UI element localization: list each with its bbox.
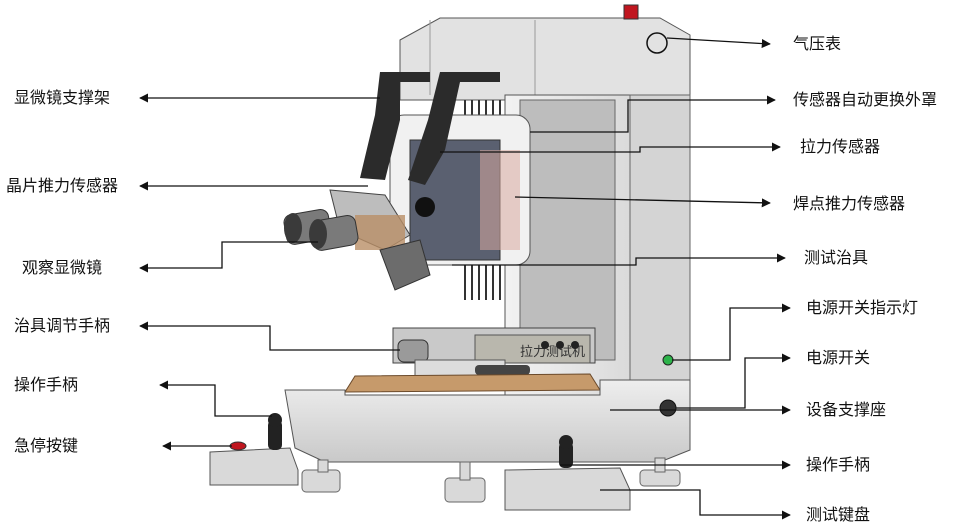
left-handle-box — [209, 447, 299, 486]
label-test-keyboard: 测试键盘 — [806, 505, 871, 524]
label-operation-handle-left: 操作手柄 — [14, 375, 79, 394]
label-operation-handle-right: 操作手柄 — [806, 455, 871, 474]
label-emergency-stop: 急停按键 — [14, 436, 79, 455]
label-observation-microscope: 观察显微镜 — [22, 258, 103, 277]
microscope-arm — [360, 72, 430, 180]
label-power-indicator: 电源开关指示灯 — [806, 298, 919, 317]
label-power-switch: 电源开关 — [806, 348, 871, 367]
power-indicator-light — [662, 354, 674, 366]
leader-power-indicator — [672, 303, 791, 361]
leader-lines — [139, 37, 791, 520]
label-tension-sensor: 拉力传感器 — [800, 137, 881, 156]
leader-sensor-cover — [530, 95, 776, 133]
leader-test-fixture — [452, 253, 786, 266]
top-red-knob — [623, 4, 639, 20]
test-keyboard-box — [504, 467, 631, 511]
label-sensor-cover: 传感器自动更换外罩 — [793, 90, 938, 109]
label-solder-push-sensor: 焊点推力传感器 — [793, 194, 906, 213]
label-air-gauge: 气压表 — [793, 34, 842, 53]
right-joystick — [559, 442, 573, 468]
leader-power-switch — [676, 353, 791, 409]
left-joystick — [268, 420, 282, 450]
leader-operation-handle-left — [159, 380, 272, 417]
leader-air-gauge — [666, 37, 771, 49]
label-microscope-support: 显微镜支撑架 — [14, 88, 111, 107]
leader-fixture-handle — [139, 321, 400, 351]
wood-platform — [344, 373, 601, 393]
power-switch-knob — [659, 399, 677, 417]
label-equipment-base: 设备支撑座 — [806, 400, 887, 419]
emergency-stop-button — [229, 441, 247, 451]
machine-plate-text: 拉力测试机 — [520, 344, 585, 359]
label-fixture-handle: 治具调节手柄 — [14, 316, 111, 335]
equipment-base — [284, 379, 691, 463]
leader-tension-sensor — [440, 142, 781, 153]
leader-solder-push-sensor — [514, 196, 771, 208]
label-wafer-push-sensor: 晶片推力传感器 — [6, 176, 119, 195]
air-gauge-marker — [646, 32, 668, 54]
leader-observation-microscope — [139, 241, 318, 273]
machine-illustration: 拉力测试机 — [209, 4, 691, 511]
label-test-fixture: 测试治具 — [804, 248, 869, 267]
leader-test-keyboard — [600, 489, 791, 520]
microscope-eyepieces — [283, 209, 359, 251]
